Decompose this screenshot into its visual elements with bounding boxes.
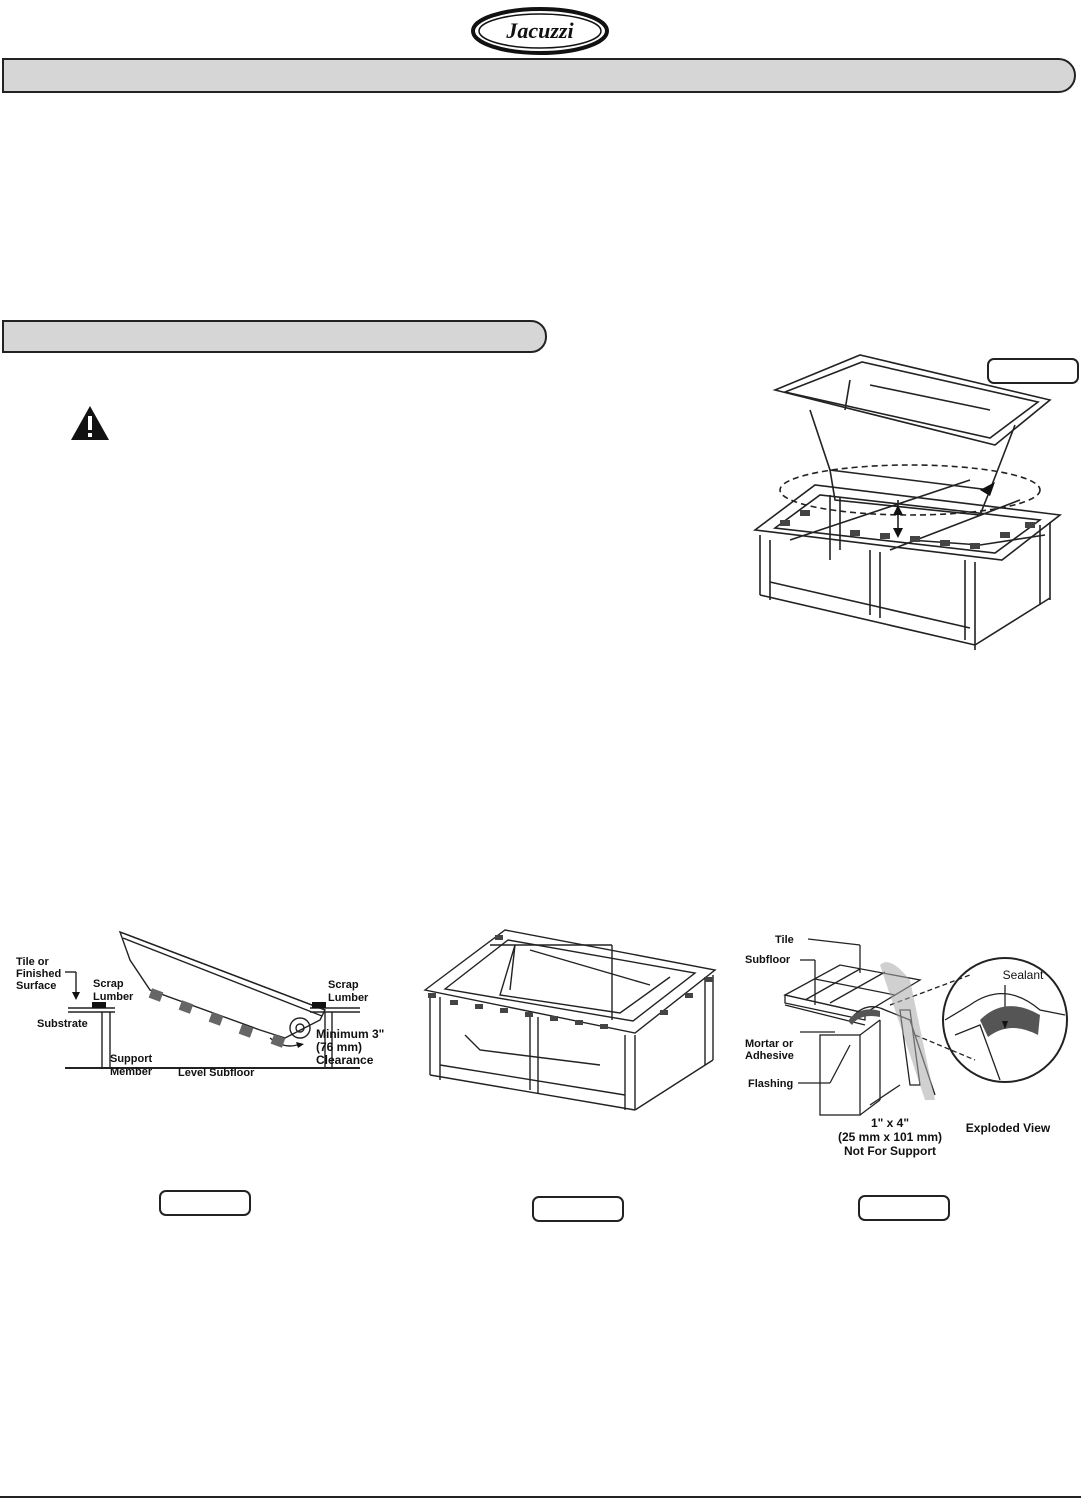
label-tile-or-finished-1: Tile or [16, 956, 50, 968]
warning-triangle-icon [71, 406, 109, 440]
label-exploded-view: Exploded View [966, 1121, 1051, 1135]
figure-4-tag [858, 1195, 950, 1221]
logo-text: Jacuzzi [505, 18, 574, 43]
label-scrap-lumber-left-2: Lumber [93, 991, 134, 1003]
figure-4-flashing-detail-diagram: Tile Subfloor Mortar or Adhesive Flashin… [745, 934, 1068, 1158]
label-board-2: (25 mm x 101 mm) [838, 1130, 942, 1144]
figure-3-tub-in-frame-illustration [423, 929, 717, 1111]
label-scrap-lumber-right-2: Lumber [328, 992, 369, 1004]
label-scrap-lumber-right-1: Scrap [328, 979, 359, 991]
section-header-bar [2, 58, 1076, 93]
label-flashing: Flashing [748, 1078, 793, 1090]
footer-rule [0, 1496, 1081, 1498]
label-tile-or-finished-2: Finished [16, 968, 61, 980]
figure-1-tag [987, 358, 1079, 384]
label-tile: Tile [775, 934, 794, 946]
label-support-member-1: Support [110, 1053, 152, 1065]
figure-1-tub-install-illustration [752, 354, 1063, 650]
figure-3-tag [532, 1196, 624, 1222]
label-support-member-2: Member [110, 1066, 153, 1078]
label-sealant: Sealant [1003, 968, 1044, 982]
label-clearance-2: (76 mm) [316, 1040, 362, 1054]
label-mortar-1: Mortar or [745, 1038, 794, 1050]
label-tile-or-finished-3: Surface [16, 980, 56, 992]
label-substrate: Substrate [37, 1018, 88, 1030]
label-clearance-3: Clearance [316, 1053, 374, 1067]
figure-2-side-view-diagram: Tile or Finished Surface Scrap Lumber Su… [16, 930, 384, 1079]
jacuzzi-logo: Jacuzzi [471, 7, 609, 55]
label-board-3: Not For Support [844, 1144, 936, 1158]
label-board-1: 1" x 4" [871, 1116, 909, 1130]
label-clearance-1: Minimum 3" [316, 1027, 384, 1041]
label-level-subfloor: Level Subfloor [178, 1067, 255, 1079]
subsection-header-bar [2, 320, 547, 353]
label-mortar-2: Adhesive [745, 1050, 794, 1062]
label-scrap-lumber-left-1: Scrap [93, 978, 124, 990]
label-subfloor: Subfloor [745, 954, 791, 966]
figure-2-tag [159, 1190, 251, 1216]
